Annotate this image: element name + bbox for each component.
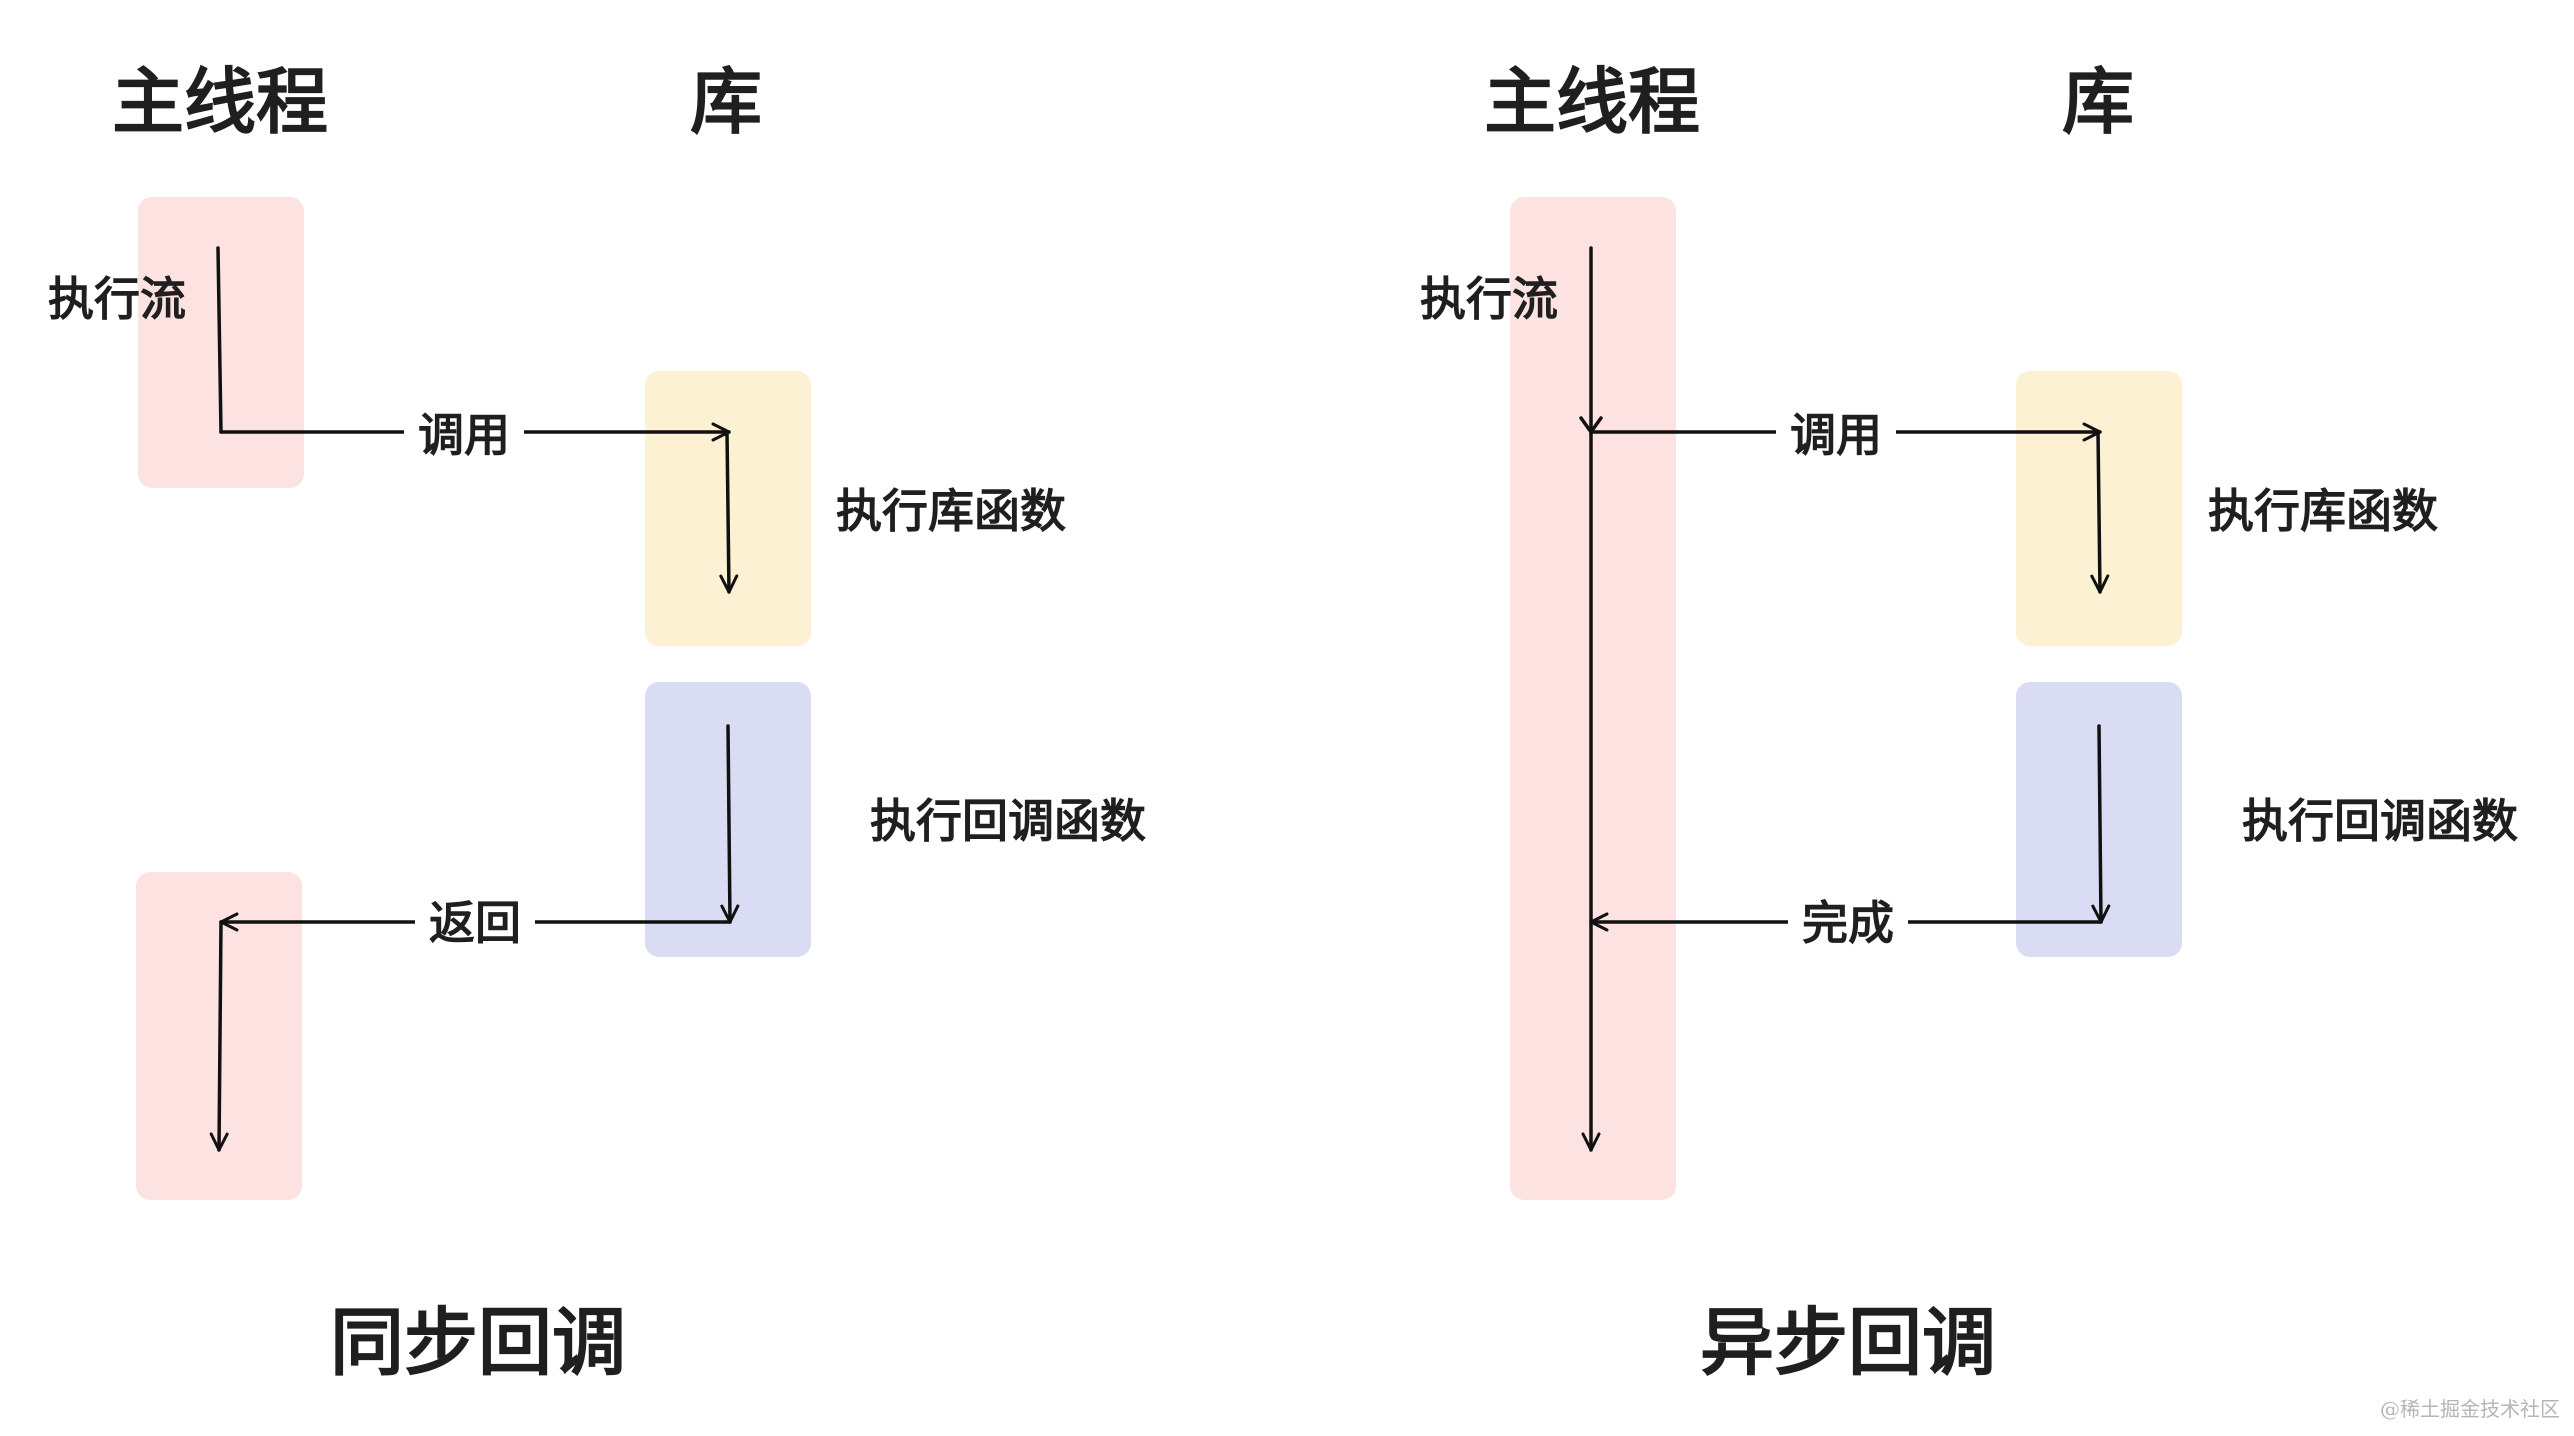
- continue-arrow: [209, 920, 229, 1152]
- complete-label: 完成: [1788, 900, 1908, 946]
- callback-exec-arrow: [2091, 724, 2111, 924]
- flow-label: 执行流: [48, 272, 186, 326]
- exec-library-label: 执行库函数: [2208, 484, 2438, 538]
- library-heading: 库: [2062, 60, 2135, 144]
- exec-callback-label: 执行回调函数: [870, 794, 1146, 848]
- main-thread-block: [1510, 197, 1676, 1200]
- main-thread-heading: 主线程: [1484, 60, 1701, 144]
- flow-label: 执行流: [1420, 272, 1558, 326]
- main-thread-heading: 主线程: [112, 60, 329, 144]
- call-label: 调用: [1776, 412, 1896, 458]
- exec-callback-label: 执行回调函数: [2242, 794, 2518, 848]
- exec-library-label: 执行库函数: [836, 484, 1066, 538]
- panel-title: 同步回调: [330, 1300, 626, 1386]
- callback-exec-arrow: [720, 724, 740, 924]
- library-heading: 库: [690, 60, 763, 144]
- watermark: @稀土掘金技术社区: [2380, 1397, 2560, 1421]
- return-label: 返回: [415, 900, 535, 946]
- flow-arrow-down: [216, 246, 223, 434]
- call-label: 调用: [404, 412, 524, 458]
- panel-title: 异步回调: [1700, 1300, 1996, 1386]
- library-exec-arrow: [2090, 430, 2110, 594]
- library-exec-arrow: [719, 430, 739, 594]
